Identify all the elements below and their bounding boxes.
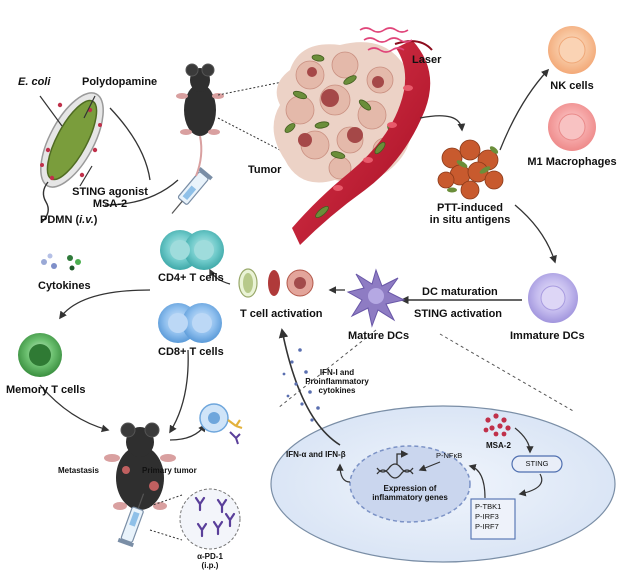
- cd8-t-cells: [158, 303, 222, 343]
- label-expr-line2: inflammatory genes: [372, 493, 448, 502]
- label-apd1-main: α-PD-1: [197, 552, 223, 561]
- cd4-t-cells: [160, 230, 224, 270]
- label-msa2: MSA-2: [486, 441, 511, 450]
- mature-dc: [346, 268, 406, 328]
- label-pdmn: PDMN (i.v.): [40, 214, 97, 226]
- label-mature-dcs: Mature DCs: [348, 330, 410, 342]
- label-cd8: CD8+ T cells: [158, 346, 224, 358]
- label-t-activation: T cell activation: [240, 308, 323, 320]
- label-p-tbk1: P-TBK1: [475, 502, 502, 511]
- sting-capsule: [511, 455, 563, 473]
- label-ifn-note: IFN-I and Proinflammatory cytokines: [292, 368, 382, 395]
- label-ifn-ab: IFN-α and IFN-β: [286, 450, 346, 459]
- label-expr-line1: Expression of: [383, 484, 437, 493]
- label-ptt-line2: in situ antigens: [429, 214, 511, 226]
- label-ptt-antigens: PTT-induced in situ antigens: [420, 202, 520, 226]
- label-laser: Laser: [412, 54, 442, 66]
- label-p-irf3: P-IRF3: [475, 512, 499, 521]
- label-metastasis: Metastasis: [58, 466, 99, 475]
- msa2-dots: [483, 413, 511, 437]
- bacterium-icon: [40, 92, 104, 223]
- t-activation-icons: [238, 268, 314, 298]
- label-memory-t: Memory T cells: [6, 384, 86, 396]
- label-ecoli: E. coli: [18, 76, 51, 88]
- label-ifn-note-line3: cytokines: [318, 386, 356, 395]
- label-sting-agonist-line2: MSA-2: [92, 198, 128, 210]
- label-pdmn-iv: i.v.: [79, 214, 94, 226]
- secreted-cytokine-dots: [282, 348, 320, 422]
- nk-cell: [548, 26, 596, 74]
- label-primary-tumor: Primary tumor: [142, 466, 197, 475]
- memory-t-cell: [18, 333, 62, 377]
- label-ifn-note-line1: IFN-I and: [319, 368, 355, 377]
- label-apd1: α-PD-1 (i.p.): [180, 552, 240, 570]
- blood-vessel: [292, 40, 433, 245]
- label-apd1-ip-text: i.p.: [204, 561, 216, 570]
- label-ifn-note-line2: Proinflammatory: [305, 377, 369, 386]
- label-p-nfkb: P-NFκB: [436, 451, 463, 460]
- t-cell-antibody: [199, 403, 243, 445]
- label-apd1-ip: (i.p.): [201, 561, 219, 570]
- mouse-icon: [176, 63, 224, 177]
- label-pdmn-main: PDMN (: [40, 214, 80, 226]
- label-sting-agonist-line1: STING agonist: [72, 186, 148, 198]
- immature-dc: [528, 273, 578, 323]
- label-nk-cells: NK cells: [550, 80, 594, 92]
- label-sting-agonist: STING agonist MSA-2: [55, 186, 165, 210]
- label-sting-activation: STING activation: [414, 308, 503, 320]
- label-cytokines: Cytokines: [38, 280, 91, 292]
- label-polydopamine: Polydopamine: [82, 76, 158, 88]
- laser-icon: [359, 27, 413, 53]
- dna-icon: [376, 450, 414, 479]
- syringe-icon: [117, 493, 145, 548]
- antibody-icon: [149, 488, 241, 550]
- label-cd4: CD4+ T cells: [158, 272, 224, 284]
- label-dc-maturation: DC maturation: [422, 286, 498, 298]
- m1-macrophage: [548, 103, 596, 151]
- label-m1-macrophages: M1 Macrophages: [527, 156, 617, 168]
- label-immature-dcs: Immature DCs: [510, 330, 585, 342]
- label-tumor: Tumor: [248, 164, 282, 176]
- tbk1-irf-box: [470, 498, 516, 540]
- label-sting: STING: [525, 459, 549, 468]
- syringe-icon: [171, 166, 213, 214]
- ptt-antigens-cluster: [437, 139, 504, 200]
- label-p-irf7: P-IRF7: [475, 522, 499, 531]
- mouse-icon: [104, 422, 176, 510]
- label-pdmn-close: ): [93, 214, 98, 226]
- cytokines-icon: [41, 253, 81, 271]
- label-expression: Expression of inflammatory genes: [360, 484, 460, 502]
- label-ptt-line1: PTT-induced: [437, 202, 503, 214]
